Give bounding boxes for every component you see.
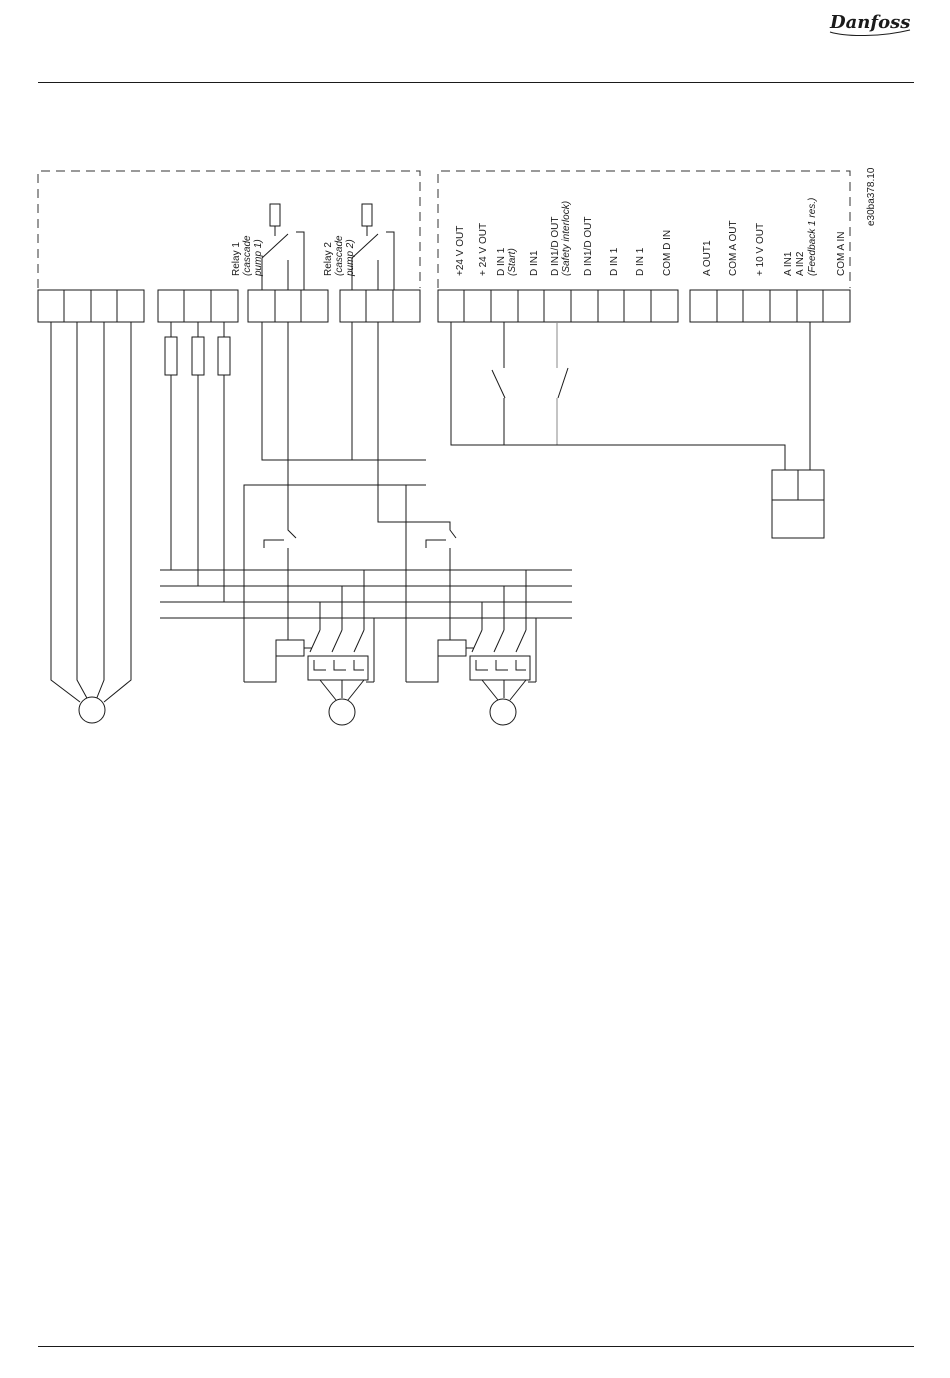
overload-2 (470, 656, 530, 680)
motor-3 (490, 699, 516, 725)
contactor-1-coil (276, 640, 304, 656)
24v-supply-wire (451, 322, 785, 470)
start-switch (492, 322, 505, 445)
terminal-note-start: (Start) (507, 248, 518, 276)
analog-terminal-block (690, 290, 850, 322)
terminal-label-din1: D IN1 (529, 250, 540, 276)
relay-control-circuit (244, 322, 456, 682)
figure-id: e30ba378.10 (866, 167, 877, 226)
contactor-2-coil (438, 640, 466, 656)
overload-1 (308, 656, 368, 680)
power-section-outline (38, 171, 420, 288)
terminal-label-24v-out-2: + 24 V OUT (478, 223, 489, 276)
contactor-1 (276, 570, 374, 725)
terminal-label-din1-a: D IN 1 (609, 247, 620, 276)
terminal-note-safety-interlock: (Safety interlock) (561, 201, 572, 276)
terminal-label-10v-out: + 10 V OUT (755, 223, 766, 276)
fuse-3 (218, 337, 230, 375)
digital-terminal-block (438, 290, 678, 322)
terminal-label-din1-dout-interlock: D IN1/D OUT (550, 217, 561, 276)
mains-terminal-block (158, 290, 238, 322)
terminal-label-din1-dout: D IN1/D OUT (583, 217, 594, 276)
terminal-label-din1-start: D IN 1 (496, 247, 507, 276)
terminal-label-ain1: A IN1 (783, 251, 794, 276)
relay-2-label: Relay 2 (cascade pump 2) (323, 235, 356, 277)
motor-terminal-block (38, 290, 144, 322)
fuse-2 (192, 337, 204, 375)
svg-text:pump 2): pump 2) (345, 239, 356, 277)
terminal-note-feedback: (Feedback 1 res.) (807, 198, 818, 276)
terminal-label-com-aout: COM A OUT (728, 220, 739, 276)
motor-1 (79, 697, 105, 723)
feedback-transmitter (772, 322, 824, 538)
relay-2-terminal-block (340, 290, 420, 322)
digital-terminal-labels: +24 V OUT + 24 V OUT D IN 1 (Start) D IN… (455, 201, 673, 276)
fuse-1 (165, 337, 177, 375)
analog-terminal-labels: A OUT1 COM A OUT + 10 V OUT A IN1 A IN2 … (702, 198, 847, 276)
terminal-label-com-ain: COM A IN (836, 232, 847, 276)
svg-text:(cascade: (cascade (334, 235, 345, 276)
svg-text:Relay 1: Relay 1 (231, 242, 242, 276)
terminal-label-din1-b: D IN 1 (635, 247, 646, 276)
safety-interlock-switch (557, 322, 568, 445)
relay-2-symbol (352, 204, 394, 290)
relay-1-label: Relay 1 (cascade pump 1) (231, 235, 264, 277)
terminal-label-24v-out-1: +24 V OUT (455, 226, 466, 276)
svg-text:(cascade: (cascade (242, 235, 253, 276)
motor-1-wiring (51, 322, 131, 723)
mains-supply (160, 322, 572, 618)
terminal-label-ain2: A IN2 (795, 251, 806, 276)
terminal-label-com-din: COM D IN (662, 230, 673, 276)
relay-1-symbol (262, 204, 304, 290)
svg-text:Relay 2: Relay 2 (323, 242, 334, 276)
relay-1-terminal-block (248, 290, 328, 322)
motor-2 (329, 699, 355, 725)
contactor-2 (438, 570, 536, 725)
terminal-label-aout1: A OUT1 (702, 240, 713, 276)
